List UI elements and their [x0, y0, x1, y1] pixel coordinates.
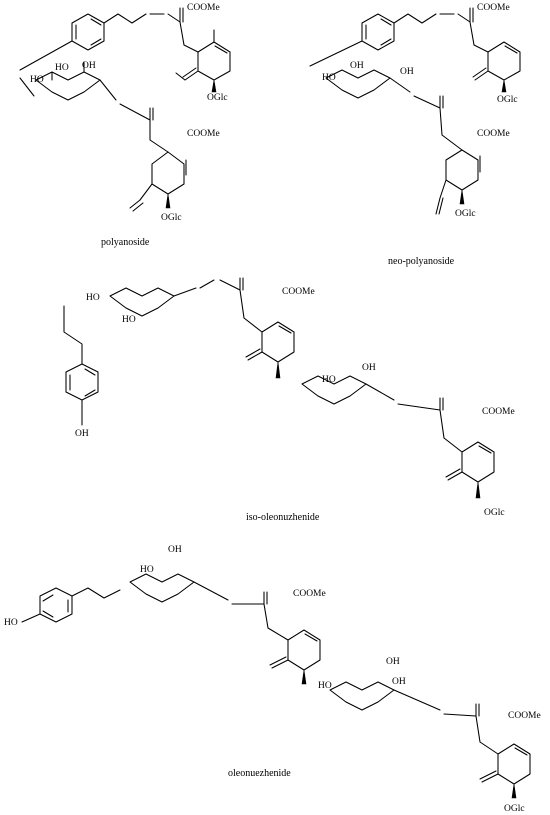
phenol-ring — [39, 587, 73, 623]
label-ester-3b: COOMe — [482, 407, 515, 417]
label-phenol-oh-4: HO — [4, 618, 18, 628]
dihydropyran-ring-2 — [461, 441, 495, 483]
glucose-ring-upper — [35, 71, 101, 101]
glucose-ring-2 — [329, 681, 395, 711]
dihydropyran-ring-1 — [287, 629, 321, 671]
caption-polyanoside: polyanoside — [101, 237, 150, 248]
dihydropyran-ring-2 — [497, 743, 531, 785]
label-ester-4a: COOMe — [293, 589, 326, 599]
label-ester-1a: COOMe — [187, 3, 220, 13]
structure-polyanoside — [19, 7, 231, 212]
label-oh-2c: OH — [400, 67, 414, 77]
label-glc-3: OGlc — [484, 508, 505, 518]
label-oh-1a: HO — [30, 75, 44, 85]
structure-oleonuezhenide — [21, 573, 531, 799]
caption-oleonuezhenide: oleonuezhenide — [228, 768, 291, 779]
label-oh-4c: HO — [318, 681, 332, 691]
label-oh-4e: OH — [392, 677, 406, 687]
label-ester-4b: COOMe — [508, 711, 541, 721]
benzene-ring — [71, 13, 105, 51]
label-oh-1b: HO — [55, 63, 69, 73]
dihydropyran-ring-upper — [487, 41, 521, 81]
glucose-ring-1 — [129, 573, 195, 603]
label-ester-3a: COOMe — [282, 287, 315, 297]
benzene-ring — [361, 13, 395, 51]
label-glc-2b: OGlc — [455, 209, 476, 219]
label-oh-2b: OH — [350, 61, 364, 71]
label-oh-3b: HO — [122, 315, 136, 325]
label-ester-2a: COOMe — [477, 3, 510, 13]
label-glc-1b: OGlc — [161, 213, 182, 223]
caption-iso-oleonuzhenide: iso-oleonuzhenide — [246, 512, 320, 523]
label-glc-2a: OGlc — [497, 95, 518, 105]
label-oh-4b: OH — [168, 545, 182, 555]
dihydropyran-ring-1 — [261, 321, 295, 363]
label-oh-1c: OH — [82, 61, 96, 71]
phenol-ring — [65, 363, 99, 401]
structure-neo-polyanoside — [309, 7, 521, 215]
dihydropyran-ring-lower — [445, 149, 479, 191]
label-ester-2b: COOMe — [477, 129, 510, 139]
dihydropyran-ring-lower — [151, 151, 185, 195]
structure-iso-oleonuzhenide — [63, 277, 495, 499]
dihydropyran-ring-upper — [197, 41, 231, 81]
label-oh-4d: OH — [386, 657, 400, 667]
label-oh-4a: HO — [140, 565, 154, 575]
glucose-ring-1 — [109, 287, 175, 317]
label-oh-3a: HO — [86, 293, 100, 303]
label-glc-4: OGlc — [504, 804, 525, 814]
label-oh-2a: HO — [322, 73, 336, 83]
label-oh-3c: HO — [322, 375, 336, 385]
label-glc-1a: OGlc — [207, 93, 228, 103]
caption-neo-polyanoside: neo-polyanoside — [388, 256, 455, 267]
label-ester-1b: COOMe — [187, 129, 220, 139]
label-phenol-oh-3: OH — [75, 429, 89, 439]
label-oh-3d: OH — [362, 363, 376, 373]
